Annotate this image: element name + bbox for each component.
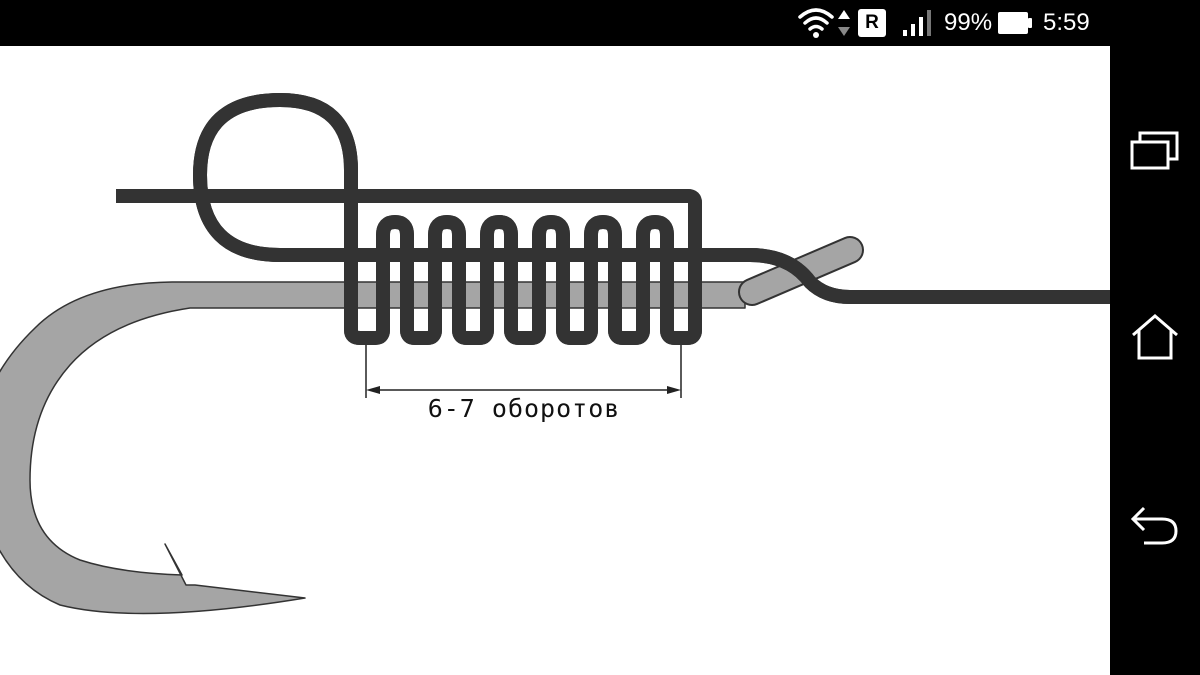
back-button[interactable] [1110,480,1200,570]
image-viewer[interactable]: 6-7 оборотов [0,46,1110,675]
battery-percent: 99% [944,9,993,36]
knot-diagram [0,93,1110,615]
recents-button[interactable] [1110,105,1200,195]
hook-body [0,281,746,615]
data-arrows-icon [836,0,852,46]
signal-icon [900,0,936,46]
status-bar: R 99% 5:59 [0,0,1110,46]
dimension-line [365,345,682,398]
battery-icon [998,0,1034,46]
home-button[interactable] [1110,292,1200,382]
clock: 5:59 [1043,9,1090,36]
turns-label: 6-7 оборотов [427,394,621,423]
recents-icon [1130,131,1179,170]
roaming-icon: R [858,0,886,46]
home-icon [1132,314,1178,360]
wifi-icon [798,0,834,46]
back-icon [1130,506,1178,545]
roaming-badge: R [865,12,879,33]
navigation-bar [1110,0,1200,675]
